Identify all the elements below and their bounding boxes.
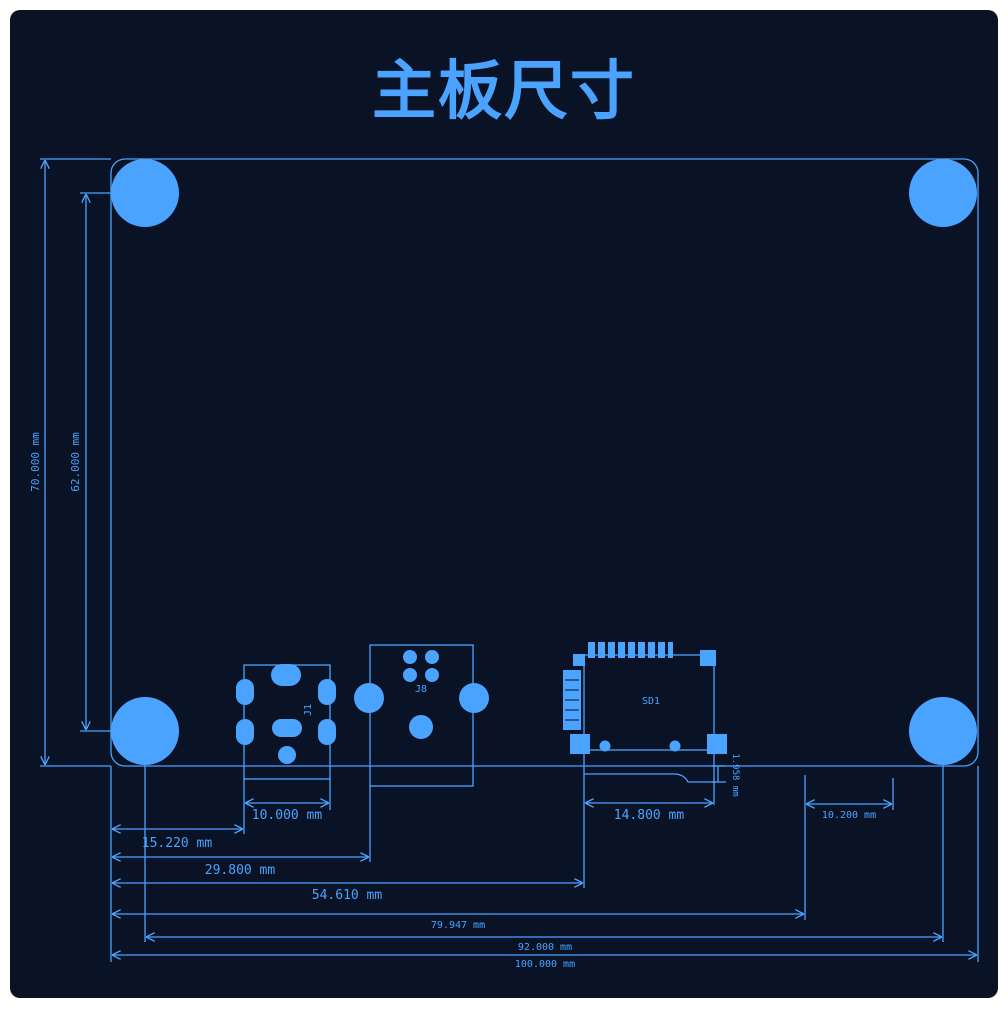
dimension-x-15220: 15.220 mm: [112, 829, 243, 851]
dim-label-j1-width: 10.000 mm: [252, 808, 323, 823]
dim-label-height-62: 62.000 mm: [69, 432, 82, 492]
dimension-height-70: 70.000 mm: [29, 158, 111, 767]
connector-j8: J8: [354, 644, 489, 787]
dimension-height-62: 62.000 mm: [69, 192, 145, 732]
mounting-hole-top-right: [909, 159, 977, 227]
dim-label-sd-width: 14.800 mm: [614, 808, 685, 823]
sd1-label: SD1: [642, 696, 660, 707]
connector-j1: J1: [236, 664, 336, 810]
j8-label: J8: [415, 684, 427, 695]
dimension-x-54610: 54.610 mm: [112, 883, 583, 903]
dimension-j1-width: 10.000 mm: [245, 803, 329, 823]
dimension-gap-10200: 10.200 mm: [804, 775, 894, 920]
dim-label-x-100000: 100.000 mm: [515, 959, 575, 970]
diagram-title: 主板尺寸: [372, 55, 636, 129]
dimension-x-29800: 29.800 mm: [112, 857, 369, 878]
sd-card-slot: SD1: [563, 642, 727, 805]
board-outline: [110, 158, 979, 767]
dim-label-height-70: 70.000 mm: [29, 432, 42, 492]
dim-label-x-54610: 54.610 mm: [312, 888, 383, 903]
mounting-hole-bottom-right: [909, 697, 977, 765]
dim-label-gap-10200: 10.200 mm: [822, 810, 876, 821]
dimension-x-92000: 92.000 mm: [146, 937, 942, 953]
dim-label-x-29800: 29.800 mm: [205, 863, 276, 878]
dimension-sd-width: 14.800 mm: [585, 803, 713, 823]
dim-label-sd-small: 1.958 mm: [730, 753, 740, 796]
dimension-sd-small: 1.958 mm: [712, 753, 740, 797]
dim-label-x-92000: 92.000 mm: [518, 942, 572, 953]
dim-label-x-79947: 79.947 mm: [431, 920, 485, 931]
j1-label: J1: [303, 704, 314, 716]
dimension-x-100000: 100.000 mm: [112, 955, 977, 970]
dimension-x-79947: 79.947 mm: [112, 914, 804, 931]
dim-label-x-15220: 15.220 mm: [142, 836, 213, 851]
